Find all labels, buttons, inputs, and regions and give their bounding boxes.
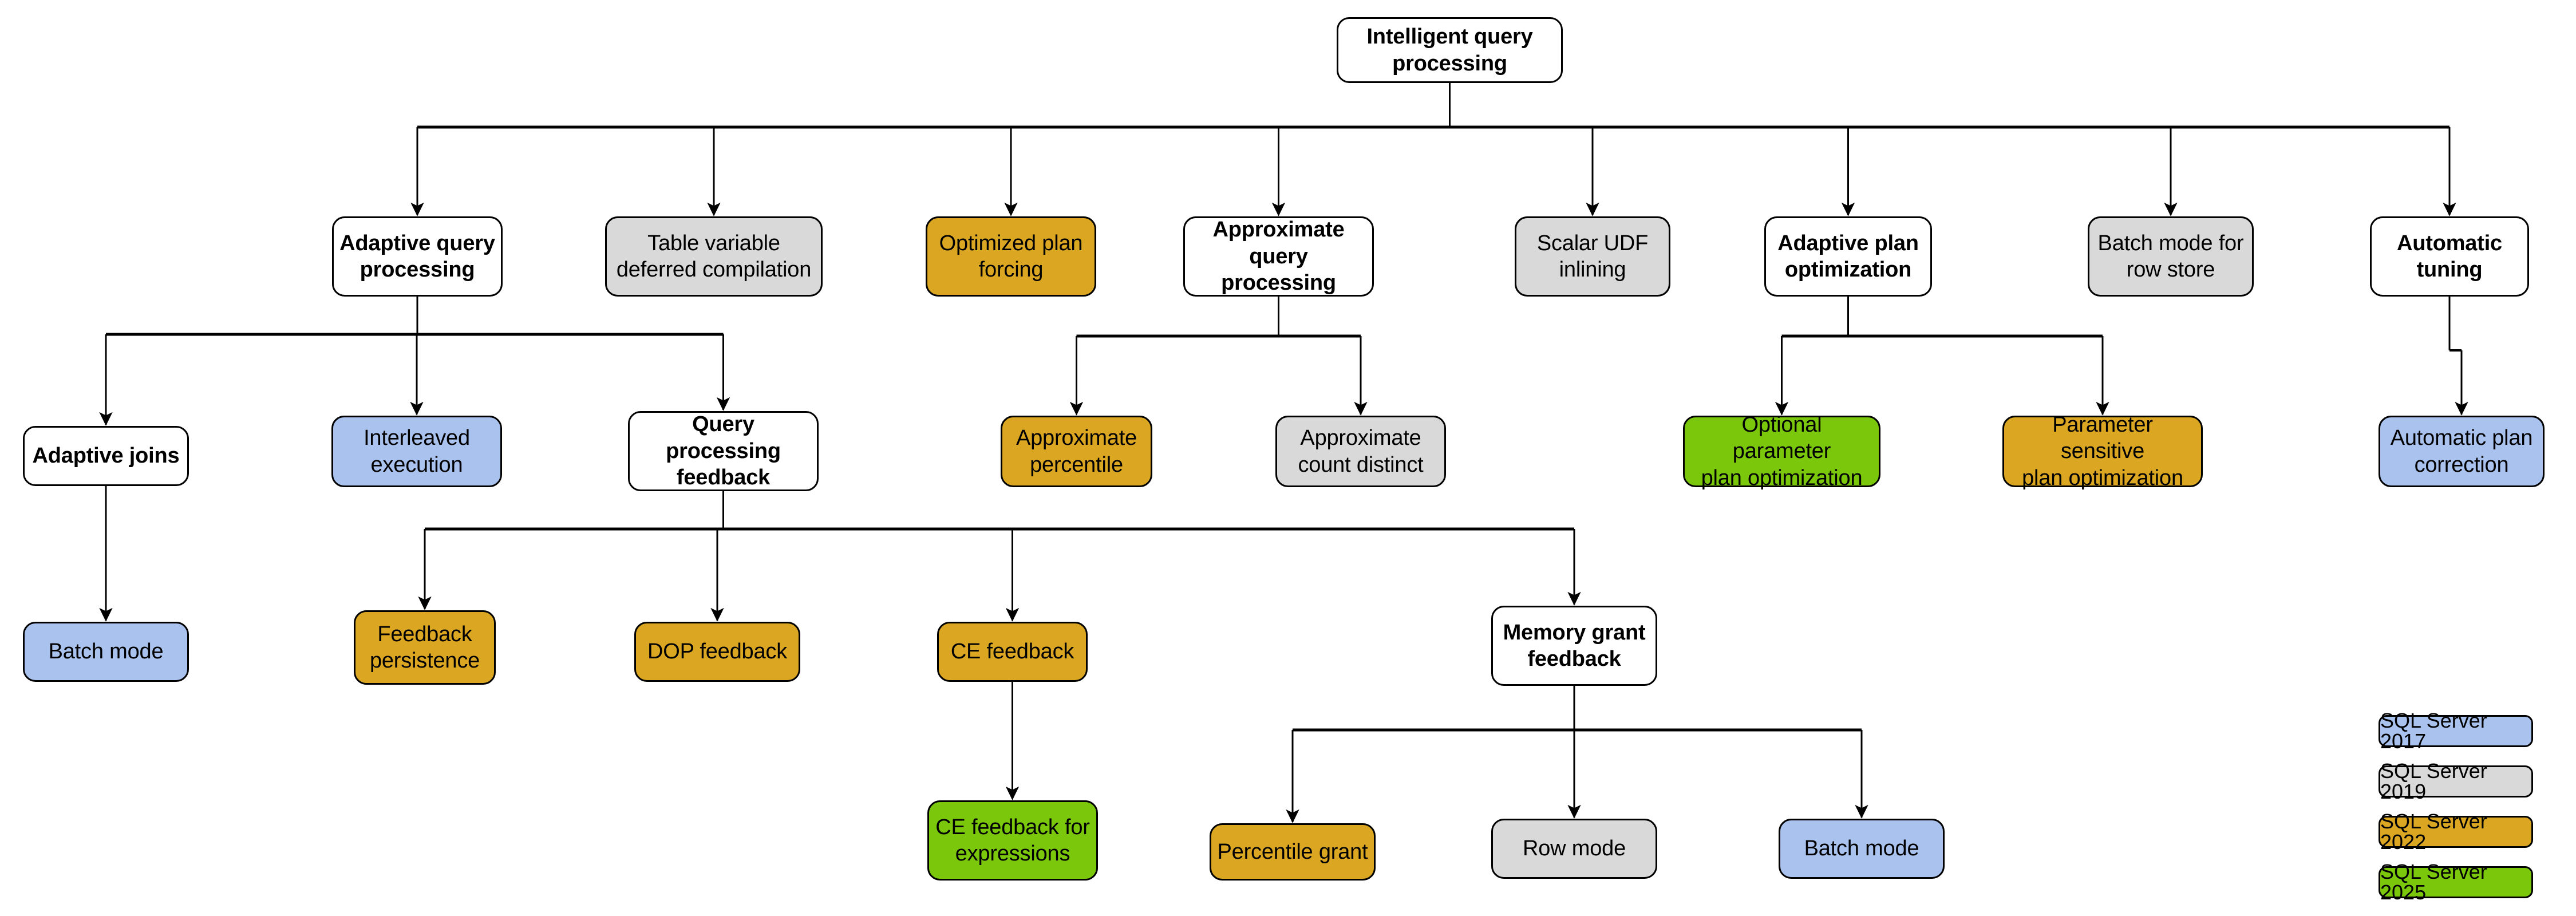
node-memory-grant-feedback[interactable]: Memory grant feedback <box>1491 606 1657 686</box>
node-label: Automatic tuning <box>2397 231 2502 282</box>
node-label: Adaptive query processing <box>339 231 495 282</box>
node-ce-feedback-for-expressions[interactable]: CE feedback for expressions <box>927 800 1098 881</box>
legend-item-sql-server-2019: SQL Server 2019 <box>2379 761 2533 802</box>
node-label: Approximate count distinct <box>1298 426 1424 477</box>
node-label: Interleaved execution <box>364 426 470 477</box>
node-scalar-udf-inlining[interactable]: Scalar UDF inlining <box>1515 216 1670 297</box>
node-label: CE feedback for expressions <box>935 815 1090 866</box>
node-automatic-tuning[interactable]: Automatic tuning <box>2370 216 2529 297</box>
node-automatic-plan-correction[interactable]: Automatic plan correction <box>2379 416 2545 487</box>
node-label: DOP feedback <box>647 639 788 664</box>
node-optimized-plan-forcing[interactable]: Optimized plan forcing <box>926 216 1096 297</box>
node-label: Adaptive plan optimization <box>1777 231 1919 282</box>
node-label: Approximate query processing <box>1212 218 1345 295</box>
node-label: Table variable deferred compilation <box>616 231 812 282</box>
legend-item-sql-server-2022: SQL Server 2022 <box>2379 811 2533 852</box>
node-label: Automatic plan correction <box>2390 426 2533 477</box>
node-batch-mode[interactable]: Batch mode <box>1779 819 1945 879</box>
node-query-processing-feedback[interactable]: Query processing feedback <box>628 411 819 491</box>
node-row-mode[interactable]: Row mode <box>1491 819 1657 879</box>
node-ce-feedback[interactable]: CE feedback <box>937 622 1088 682</box>
node-table-variable-deferred-compilation[interactable]: Table variable deferred compilation <box>605 216 823 297</box>
node-label: Batch mode <box>1804 836 1919 861</box>
node-batch-mode-for-row-store[interactable]: Batch mode for row store <box>2088 216 2254 297</box>
node-label: Batch mode <box>48 639 164 664</box>
edge-group <box>99 83 2468 823</box>
node-interleaved-execution[interactable]: Interleaved execution <box>331 416 502 487</box>
legend-item-sql-server-2017: SQL Server 2017 <box>2379 710 2533 752</box>
node-label: Feedback persistence <box>369 622 480 673</box>
node-label: Adaptive joins <box>32 444 180 468</box>
node-optional-parameter-plan-optimization[interactable]: Optional parameter plan optimization <box>1683 413 1880 490</box>
node-intelligent-query-processing[interactable]: Intelligent query processing <box>1337 17 1563 83</box>
legend-item-label: SQL Server 2019 <box>2380 759 2487 803</box>
node-approximate-percentile[interactable]: Approximate percentile <box>1001 416 1152 487</box>
node-label: Optional parameter plan optimization <box>1701 412 1863 490</box>
node-adaptive-query-processing[interactable]: Adaptive query processing <box>332 216 503 297</box>
legend-item-label: SQL Server 2022 <box>2380 810 2487 854</box>
node-batch-mode[interactable]: Batch mode <box>23 622 189 682</box>
node-label: Query processing feedback <box>666 412 781 490</box>
node-label: Percentile grant <box>1217 839 1368 864</box>
node-feedback-persistence[interactable]: Feedback persistence <box>354 610 496 685</box>
node-label: Row mode <box>1522 836 1626 861</box>
node-label: Batch mode for row store <box>2097 231 2244 282</box>
node-label: Optimized plan forcing <box>939 231 1083 282</box>
node-parameter-sensitive-plan-optimization[interactable]: Parameter sensitive plan optimization <box>2002 413 2203 490</box>
node-adaptive-plan-optimization[interactable]: Adaptive plan optimization <box>1764 216 1932 297</box>
node-label: Approximate percentile <box>1016 426 1137 477</box>
node-adaptive-joins[interactable]: Adaptive joins <box>23 426 189 486</box>
node-label: CE feedback <box>950 639 1074 664</box>
node-label: Parameter sensitive plan optimization <box>2022 412 2183 490</box>
node-label: Memory grant feedback <box>1503 620 1646 671</box>
node-label: Intelligent query processing <box>1366 25 1533 76</box>
legend-item-label: SQL Server 2025 <box>2380 860 2487 904</box>
node-approximate-query-processing[interactable]: Approximate query processing <box>1183 216 1374 297</box>
node-label: Scalar UDF inlining <box>1536 231 1649 282</box>
node-approximate-count-distinct[interactable]: Approximate count distinct <box>1275 416 1446 487</box>
legend-item-sql-server-2025: SQL Server 2025 <box>2379 862 2533 903</box>
node-dop-feedback[interactable]: DOP feedback <box>634 622 800 682</box>
node-percentile-grant[interactable]: Percentile grant <box>1210 823 1376 881</box>
legend-item-label: SQL Server 2017 <box>2380 709 2487 753</box>
